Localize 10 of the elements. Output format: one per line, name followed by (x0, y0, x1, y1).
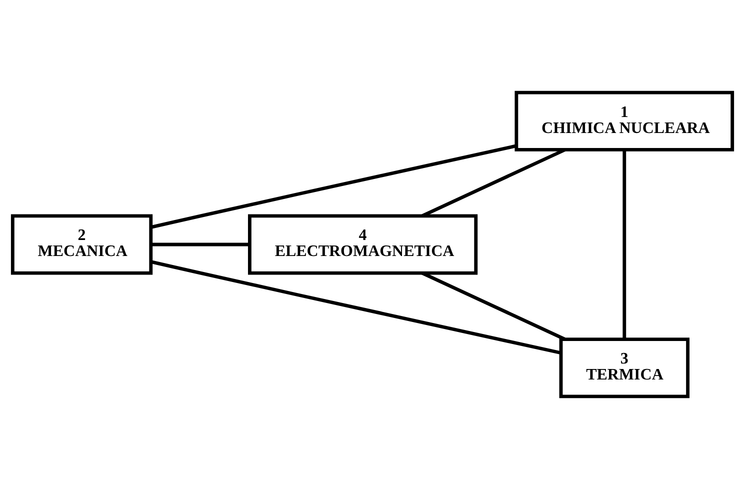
node-box: 1 CHIMICA NUCLEARA (514, 90, 734, 151)
connector (150, 242, 250, 246)
node-box: 2 MECANICA (10, 214, 153, 274)
node-box: 3 TERMICA (559, 337, 690, 398)
connector (150, 144, 517, 228)
connector (150, 260, 562, 354)
node-box: 4 ELECTROMAGNETICA (248, 214, 478, 274)
connector (622, 149, 626, 339)
connector (422, 148, 566, 217)
connector (421, 271, 566, 340)
